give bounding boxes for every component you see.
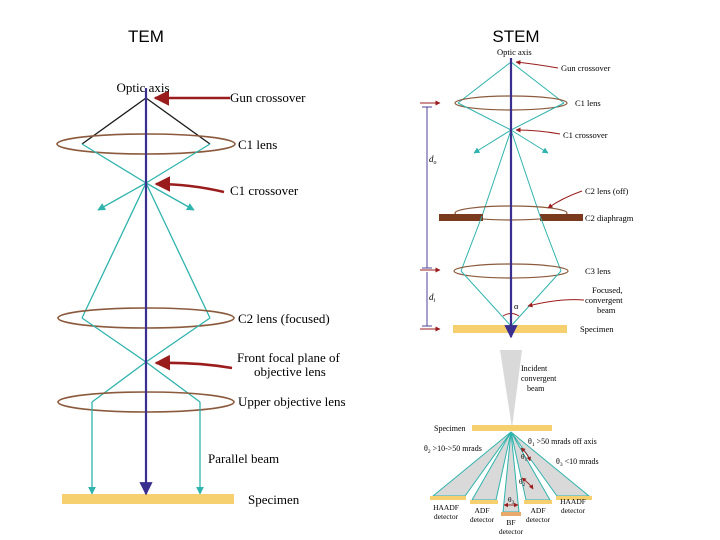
stem-do-label: do — [429, 154, 437, 166]
haadf-left-label-1: HAADF — [433, 503, 459, 512]
tem-c1-lens-label: C1 lens — [238, 137, 277, 152]
stem-focused-label-2: convergent — [585, 295, 623, 305]
adf-left-label-1: ADF — [474, 506, 489, 515]
stem-c2-diaphragm-left — [439, 214, 483, 221]
theta2-arc — [521, 477, 534, 490]
haadf-right-label-2: detector — [561, 506, 586, 515]
stem-ray — [457, 61, 512, 104]
tem-ray — [81, 317, 147, 363]
bf-label-1: BF — [506, 518, 515, 527]
haadf-right-detector — [556, 496, 592, 500]
tem-ray — [81, 143, 147, 184]
stem-c1-crossover-arrow — [515, 127, 561, 135]
theta2-small-label: θ2 — [519, 477, 526, 488]
stem-ray — [457, 102, 512, 131]
tem-gun-ray-right — [145, 97, 211, 145]
tem-ray — [145, 143, 211, 184]
stem-gun-crossover-label: Gun crossover — [561, 63, 611, 73]
stem-diagram: Optic axis Gun crossover C1 lens C1 cros… — [420, 47, 634, 339]
tem-escape-ray-right — [145, 182, 195, 211]
title-stem: STEM — [492, 27, 539, 46]
stem-gun-crossover-arrow — [515, 59, 559, 69]
tem-gun-crossover-label: Gun crossover — [230, 90, 306, 105]
stem-c3-lens-label: C3 lens — [585, 266, 611, 276]
stem-ray — [510, 270, 562, 327]
stem-escape-ray-left — [473, 129, 512, 154]
stem-focused-label-1: Focused, — [592, 285, 622, 295]
tem-ray — [145, 317, 211, 363]
bf-label-2: detector — [499, 527, 524, 536]
tem-escape-ray-left — [97, 182, 147, 211]
stem-c2-lens-label: C2 lens (off) — [585, 186, 628, 196]
stem-ray — [481, 129, 512, 217]
adf-right-detector — [524, 500, 552, 504]
stem-c1-crossover-label: C1 crossover — [563, 130, 608, 140]
incident-beam-cone — [500, 350, 522, 428]
tem-specimen-label: Specimen — [248, 492, 300, 507]
tem-gun-ray-left — [81, 97, 147, 145]
tem-specimen — [62, 494, 234, 504]
tem-c1-crossover-label: C1 crossover — [230, 183, 299, 198]
tem-diagram: Optic axis Gun crossover C1 lens C1 cros… — [56, 80, 346, 507]
stem-specimen-label: Specimen — [580, 324, 614, 334]
detector-specimen — [472, 425, 552, 431]
stem-ray — [460, 270, 512, 327]
stem-ray — [460, 215, 483, 272]
incident-label-1: Incident — [521, 364, 548, 373]
stem-focused-arrow — [527, 299, 585, 308]
theta3-label: θ3 <10 mrads — [556, 457, 599, 468]
stem-escape-ray-right — [510, 129, 549, 154]
tem-c1-crossover-arrow — [154, 176, 225, 194]
stem-focused-label-3: beam — [597, 305, 616, 315]
tem-front-focal-label-2: objective lens — [254, 364, 326, 379]
adf-left-detector — [470, 500, 498, 504]
bf-detector — [501, 512, 521, 516]
tem-optic-axis-label: Optic axis — [116, 80, 169, 95]
stem-ray — [510, 61, 565, 104]
tem-front-focal-arrow — [154, 354, 233, 371]
theta1-small-label: θ1 — [521, 452, 528, 463]
adf-left-label-2: detector — [470, 515, 495, 524]
adf-right-label-1: ADF — [530, 506, 545, 515]
title-tem: TEM — [128, 27, 164, 46]
tem-ray — [145, 182, 211, 319]
stem-c2-diaphragm-right — [540, 214, 583, 221]
tem-parallel-beam-label: Parallel beam — [208, 451, 279, 466]
tem-ray — [145, 361, 201, 403]
theta1-label: θ1 >50 mrads off axis — [528, 437, 597, 448]
theta3-small-label: θ3 — [508, 495, 515, 506]
incident-label-2: convergent — [521, 374, 557, 383]
tem-objective-lens-label: Upper objective lens — [238, 394, 346, 409]
stem-alpha-label: α — [514, 301, 519, 311]
stem-ray — [510, 129, 541, 217]
detector-specimen-label: Specimen — [434, 424, 466, 433]
haadf-left-label-2: detector — [434, 512, 459, 521]
tem-front-focal-label-1: Front focal plane of — [237, 350, 341, 365]
stem-c2-lens-arrow — [547, 190, 583, 209]
stem-di-label: di — [429, 292, 436, 304]
tem-c2-lens-label: C2 lens (focused) — [238, 311, 330, 326]
stem-ray — [539, 215, 562, 272]
stem-c2-diaphragm-label: C2 diaphragm — [585, 213, 634, 223]
haadf-right-label-1: HAADF — [560, 497, 586, 506]
theta2-label: θ2 >10->50 mrads — [424, 444, 482, 455]
tem-ray — [91, 361, 147, 403]
detector-diagram: Incident convergent beam Specimen θ1 >50… — [424, 350, 599, 536]
theta1-arc — [520, 447, 532, 462]
adf-right-label-2: detector — [526, 515, 551, 524]
stem-optic-axis-label: Optic axis — [497, 47, 532, 57]
haadf-left-detector — [430, 496, 466, 500]
incident-label-3: beam — [527, 384, 545, 393]
tem-ray — [81, 182, 147, 319]
stem-ray — [510, 102, 565, 131]
stem-c1-lens-label: C1 lens — [575, 98, 601, 108]
